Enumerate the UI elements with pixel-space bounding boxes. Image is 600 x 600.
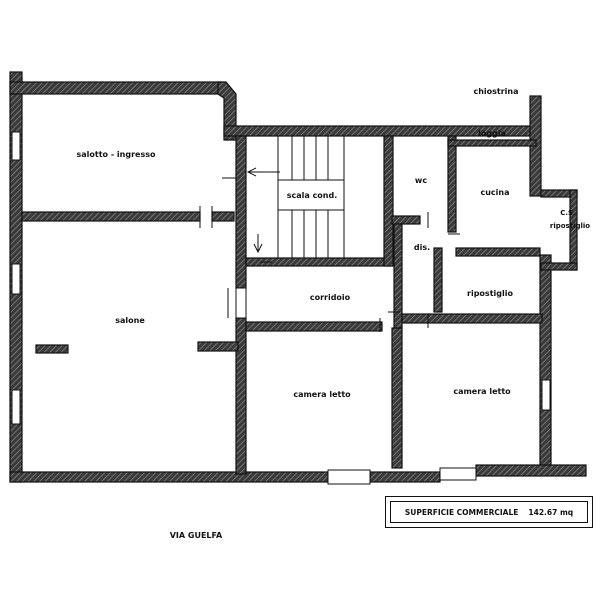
room-dis: dis.	[414, 243, 430, 252]
room-scala-cond: scala cond.	[287, 191, 338, 200]
room-cucina: cucina	[480, 188, 509, 197]
room-corridoio: corridoio	[310, 293, 351, 302]
room-cs: C.S.	[560, 209, 576, 217]
room-camera-letto-left: camera letto	[293, 390, 351, 399]
room-camera-letto-right: camera letto	[453, 387, 511, 396]
room-loggia: loggia	[478, 129, 506, 138]
openings	[11, 131, 551, 485]
interior-walls	[21, 135, 578, 475]
room-salone: salone	[115, 316, 145, 325]
surface-value: 142.67 mq	[528, 507, 574, 517]
street-label: VIA GUELFA	[170, 531, 223, 540]
room-ripostiglio: ripostiglio	[467, 289, 513, 298]
room-wc: wc	[415, 176, 427, 185]
surface-box: SUPERFICIE COMMERCIALE 142.67 mq	[385, 496, 593, 528]
surface-inner: SUPERFICIE COMMERCIALE 142.67 mq	[390, 501, 588, 523]
surface-label: SUPERFICIE COMMERCIALE	[404, 507, 519, 517]
staircase	[246, 135, 345, 259]
detail-lines	[199, 177, 460, 332]
room-ripostiglio-cs: ripostiglio	[550, 222, 590, 230]
label-chiostrina: chiostrina	[473, 87, 518, 96]
room-salotto-ingresso: salotto - ingresso	[77, 150, 156, 159]
